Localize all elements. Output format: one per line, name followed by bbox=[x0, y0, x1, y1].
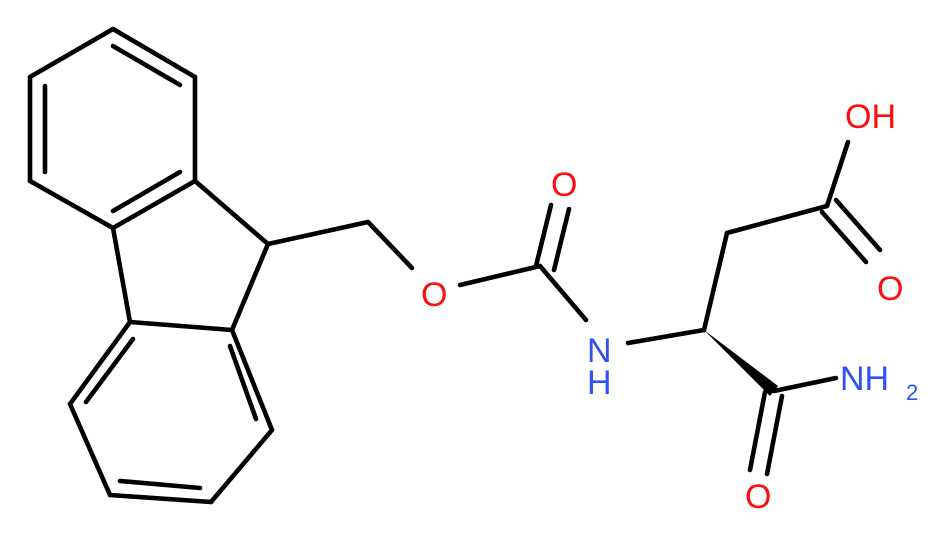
carbamate-bonds bbox=[265, 202, 707, 346]
bond bbox=[229, 327, 275, 433]
bond bbox=[771, 375, 839, 394]
bond bbox=[833, 197, 883, 253]
bond bbox=[764, 393, 785, 477]
bond bbox=[265, 219, 371, 247]
bond bbox=[747, 389, 768, 473]
bond bbox=[551, 206, 572, 273]
bond bbox=[110, 43, 183, 88]
carbamate-hydrogen-label: H bbox=[587, 364, 612, 402]
amide-nitrogen-label: NH bbox=[840, 360, 889, 398]
bond bbox=[533, 202, 554, 269]
bond bbox=[67, 319, 133, 407]
hydroxyl-label: OH bbox=[845, 98, 896, 136]
bond bbox=[110, 178, 198, 231]
bond bbox=[457, 263, 543, 288]
bond bbox=[625, 327, 707, 346]
carbamate-nitrogen-label: N bbox=[587, 332, 612, 370]
bond bbox=[208, 427, 275, 505]
bond bbox=[365, 219, 415, 271]
amide-carbonyl-oxygen-label: O bbox=[745, 478, 771, 516]
bond bbox=[701, 230, 730, 333]
bond bbox=[229, 241, 271, 333]
bond bbox=[127, 319, 235, 333]
bond bbox=[107, 492, 214, 505]
bond bbox=[537, 263, 589, 323]
fluorene-ring-bonds bbox=[27, 26, 275, 505]
bond bbox=[819, 209, 869, 265]
bond bbox=[117, 478, 203, 491]
ester-oxygen-label: O bbox=[421, 276, 447, 314]
bond bbox=[192, 178, 271, 247]
backbone-bonds bbox=[701, 139, 883, 477]
bond bbox=[67, 401, 113, 498]
carbamate-carbonyl-oxygen-label: O bbox=[551, 166, 577, 204]
bond bbox=[27, 178, 116, 231]
atom-labels: OH O O O N H NH 2 O bbox=[421, 98, 918, 516]
bond bbox=[724, 203, 830, 236]
amide-nitrogen-subscript: 2 bbox=[906, 380, 918, 405]
bond bbox=[110, 169, 183, 214]
bond bbox=[110, 26, 198, 80]
bond bbox=[824, 139, 851, 209]
bond bbox=[110, 225, 133, 325]
wedge-bond bbox=[704, 330, 778, 396]
bond bbox=[83, 336, 136, 405]
bond bbox=[227, 343, 259, 422]
bond bbox=[27, 26, 116, 80]
acid-carbonyl-oxygen-label: O bbox=[877, 270, 903, 308]
